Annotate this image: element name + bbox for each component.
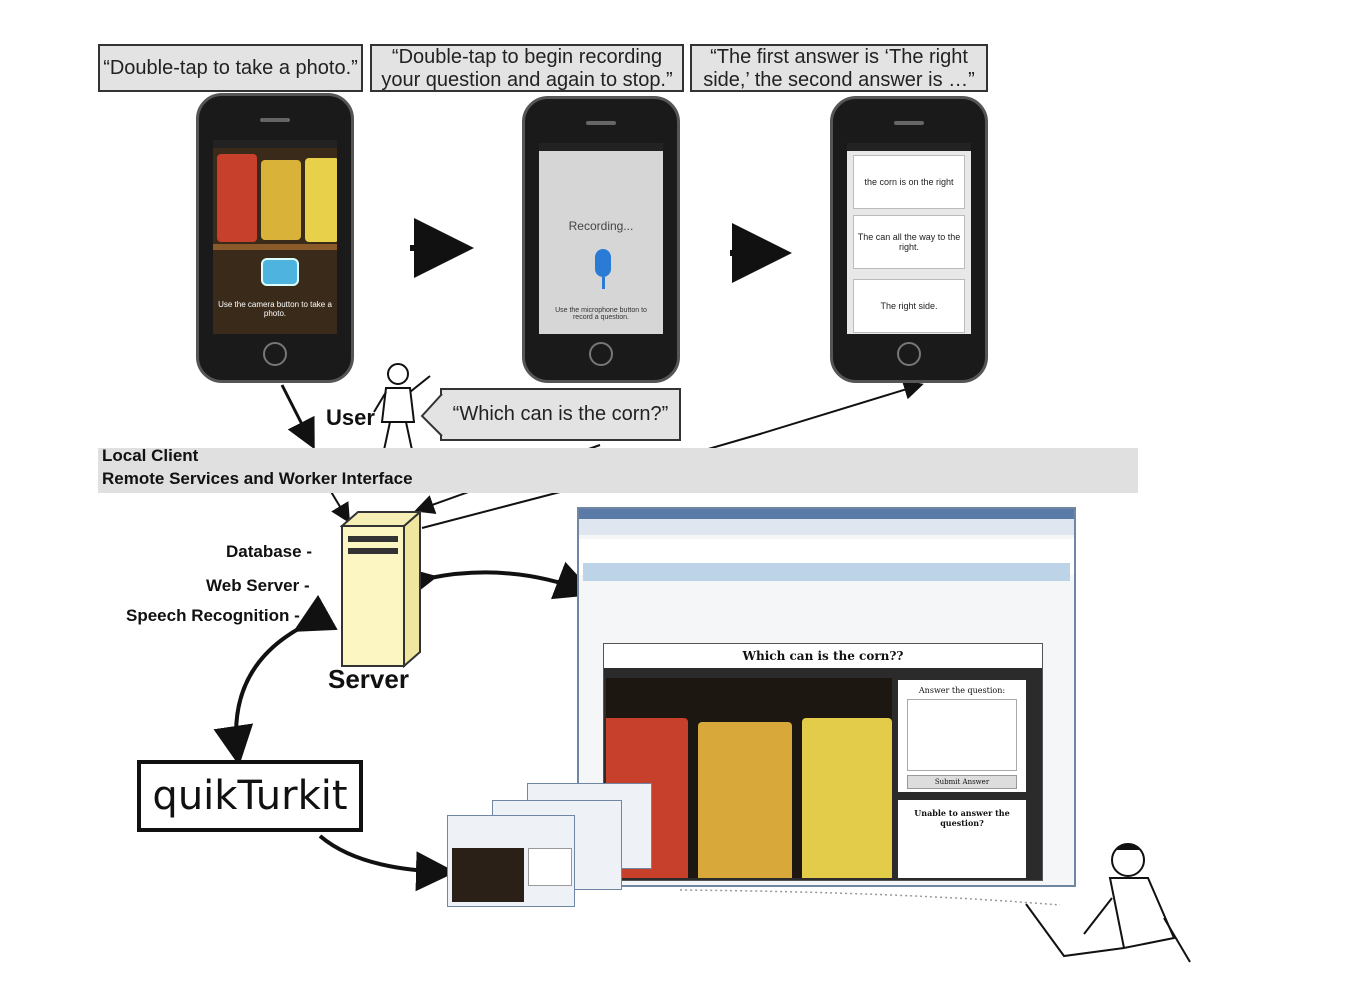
client-band (98, 448, 1138, 493)
phone-camera-hint: Use the camera button to take a photo. (218, 300, 332, 318)
unable-text: Unable to answer the question? (914, 808, 1010, 828)
bubble-answer: “The first answer is ‘The right side,’ t… (690, 44, 988, 92)
arrow-server-worker (394, 561, 596, 604)
user-label: User (326, 405, 375, 430)
recording-hint: Use the microphone button to record a qu… (555, 307, 647, 321)
bubble-answer-text: “The first answer is ‘The right side,’ t… (703, 46, 975, 91)
phone-answers: the corn is on the right The can all the… (830, 96, 988, 383)
bubble-photo: “Double-tap to take a photo.” (98, 44, 363, 92)
submit-answer-button[interactable]: Submit Answer (907, 775, 1017, 789)
task-photo (606, 678, 892, 878)
bubble-question-tail (420, 393, 443, 437)
question-header: Which can is the corn?? (604, 644, 1042, 668)
quikturkit-box: quikTurkit (137, 760, 363, 832)
arrow-quikturkit-to-workers (318, 834, 456, 892)
server-label: Server (328, 664, 409, 694)
worker-browser-window: Which can is the corn?? Answer the quest… (577, 507, 1076, 887)
arrow-phone-to-server (280, 384, 315, 450)
quikturkit-label: quikTurkit (152, 773, 348, 819)
worker-question-title: Which can is the corn?? (742, 649, 904, 663)
arrow-server-quikturkit (213, 594, 338, 766)
user-figure-icon (373, 363, 431, 451)
answer-prompt: Answer the question: (918, 686, 1006, 695)
bubble-photo-text: “Double-tap to take a photo.” (103, 57, 358, 79)
phone-answers-screen: the corn is on the right The can all the… (847, 143, 971, 334)
bubble-record-text: “Double-tap to begin recording your ques… (381, 46, 673, 91)
bubble-question-text: “Which can is the corn?” (452, 403, 669, 425)
microphone-icon[interactable] (595, 249, 611, 277)
answer-card: the corn is on the right (853, 155, 965, 209)
worker-browser-mini-front (447, 815, 575, 907)
arrow-into-server (329, 489, 351, 524)
bubble-question: “Which can is the corn?” (440, 388, 681, 441)
answer-card: The right side. (853, 279, 965, 333)
task-frame: Which can is the corn?? Answer the quest… (603, 643, 1043, 881)
answer-card: The can all the way to the right. (853, 215, 965, 269)
server-tower-icon (340, 509, 423, 668)
web-server-label: Web Server - (206, 576, 310, 595)
phone-recording: Recording... Use the microphone button t… (522, 96, 680, 383)
unable-panel: Unable to answer the question? (898, 800, 1026, 878)
local-client-label: Local Client (102, 446, 199, 465)
phone-camera: Use the camera button to take a photo. (196, 93, 354, 383)
worker-dotted-link (679, 889, 1061, 906)
answer-textbox[interactable] (907, 699, 1017, 771)
browser-toolbar (579, 519, 1074, 535)
remote-services-label: Remote Services and Worker Interface (102, 469, 413, 488)
browser-titlebar (579, 509, 1074, 519)
worker-figure-icon (1025, 843, 1191, 963)
camera-icon[interactable] (261, 258, 299, 286)
speech-recognition-label: Speech Recognition - (126, 606, 300, 625)
phone-recording-screen: Recording... Use the microphone button t… (539, 143, 663, 334)
database-label: Database - (226, 542, 312, 561)
browser-blue-bar (583, 563, 1070, 581)
answer-panel: Answer the question: Submit Answer (898, 680, 1026, 792)
bubble-record: “Double-tap to begin recording your ques… (370, 44, 684, 92)
recording-text: Recording... (568, 219, 634, 233)
phone-camera-screen: Use the camera button to take a photo. (213, 140, 337, 334)
